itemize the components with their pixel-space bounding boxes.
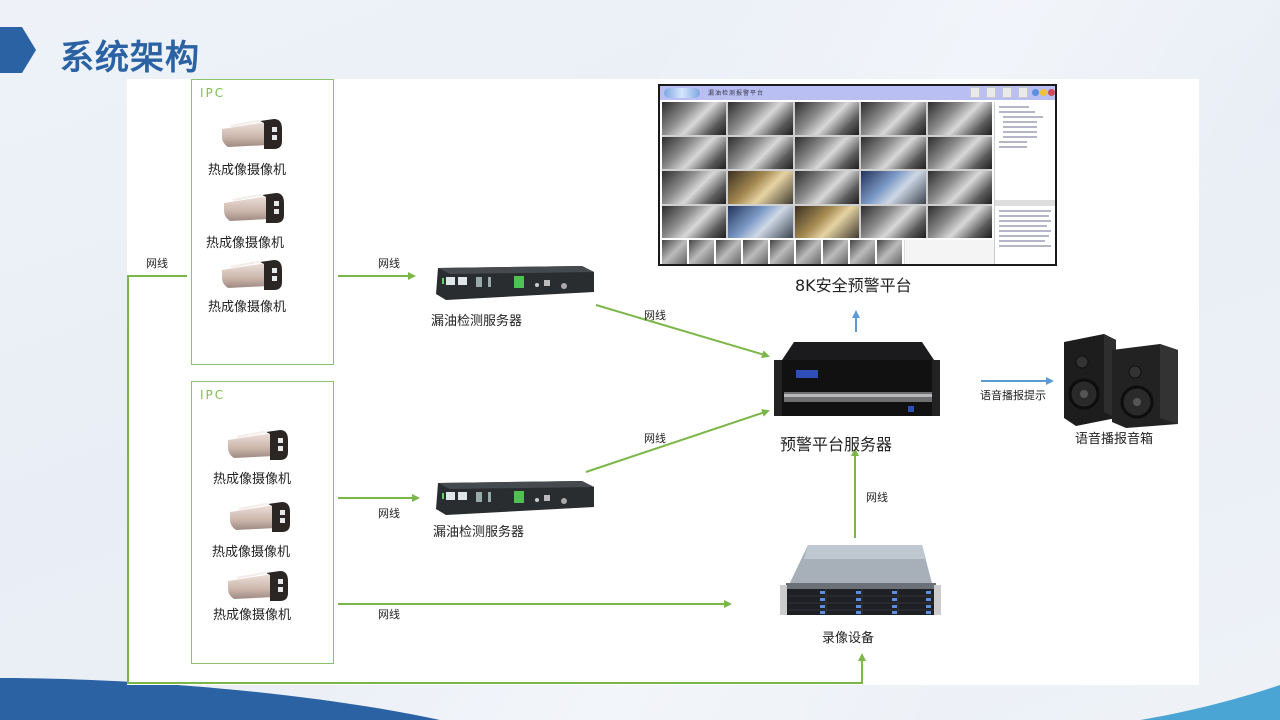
video-tile: [861, 136, 926, 169]
device-label: 8K安全预警平台: [795, 276, 912, 295]
video-thumbnail: [688, 240, 714, 264]
tree-item: [1003, 121, 1037, 123]
log-item: [999, 210, 1051, 212]
toolbar-icon: [1002, 87, 1012, 98]
video-wall: [662, 102, 992, 238]
log-tabs: [995, 200, 1055, 206]
video-tile: [662, 136, 727, 169]
video-thumbnail: [715, 240, 741, 264]
device-label: 预警平台服务器: [780, 435, 893, 454]
camera-label: 热成像摄像机: [208, 300, 287, 315]
video-tile: [662, 102, 727, 135]
thermal-camera-icon: [226, 569, 292, 603]
connector-label: 语音播报提示: [980, 389, 1046, 402]
bottom-wave-decoration: [0, 678, 1280, 720]
video-thumbnail: [662, 240, 687, 264]
edge-server-icon: [436, 481, 594, 515]
connector-label: 网线: [146, 257, 168, 270]
camera-label: 热成像摄像机: [213, 608, 292, 623]
video-tile: [861, 171, 926, 204]
tree-item: [999, 146, 1027, 148]
log-item: [999, 230, 1051, 232]
connector-label: 网线: [378, 507, 400, 520]
camera-label: 热成像摄像机: [206, 236, 285, 251]
rack-server-icon: [774, 342, 940, 416]
log-item: [999, 225, 1047, 227]
connector-label: 网线: [644, 432, 666, 445]
device-label: 录像设备: [822, 631, 875, 646]
video-tile: [861, 102, 926, 135]
video-thumbnail: [823, 240, 849, 264]
log-item: [999, 235, 1049, 237]
edge-server-icon: [436, 266, 594, 300]
video-tile: [927, 102, 992, 135]
video-tile: [794, 205, 860, 238]
log-item: [999, 245, 1051, 247]
log-item: [999, 240, 1045, 242]
tree-item: [1003, 116, 1043, 118]
tree-item: [1003, 126, 1037, 128]
device-label: 漏油检测服务器: [433, 525, 525, 540]
thermal-camera-icon: [226, 428, 292, 462]
screen-logo-icon: [664, 88, 700, 98]
camera-label: 热成像摄像机: [208, 163, 287, 178]
video-thumbnail: [850, 240, 876, 264]
ipc-group-label: IPC: [200, 388, 226, 402]
tree-item: [999, 106, 1029, 108]
camera-label: 热成像摄像机: [213, 472, 292, 487]
video-tile: [794, 171, 860, 204]
nvr-storage-icon: [780, 545, 941, 615]
toolbar-icon: [1048, 89, 1055, 96]
video-tile: [662, 171, 727, 204]
monitoring-screen-icon: 漏油检测报警平台: [658, 84, 1057, 266]
camera-label: 热成像摄像机: [212, 545, 291, 560]
tree-item: [1003, 136, 1037, 138]
tree-item: [1003, 131, 1037, 133]
video-thumbnail: [742, 240, 768, 264]
thermal-camera-icon: [228, 500, 294, 534]
video-tile: [728, 136, 793, 169]
empty-thumbnail-area: [904, 240, 994, 264]
page-title: 系统架构: [60, 38, 200, 78]
video-tile: [927, 136, 992, 169]
toolbar-icon: [986, 87, 996, 98]
video-tile: [728, 205, 793, 238]
toolbar-icon: [1040, 89, 1047, 96]
video-tile: [927, 205, 992, 238]
tree-item: [999, 111, 1035, 113]
toolbar-icon: [1032, 89, 1039, 96]
toolbar-icon: [1018, 87, 1028, 98]
thumbnail-strip: [662, 240, 902, 264]
device-label: 漏油检测服务器: [431, 314, 523, 329]
tree-item: [999, 141, 1027, 143]
log-item: [999, 220, 1051, 222]
title-chevron-icon: [0, 27, 36, 73]
video-tile: [794, 136, 860, 169]
video-tile: [728, 171, 793, 204]
video-tile: [794, 102, 860, 135]
thermal-camera-icon: [220, 117, 286, 151]
thermal-camera-icon: [220, 258, 286, 292]
video-tile: [662, 205, 727, 238]
connector-label: 网线: [866, 491, 888, 504]
connector-label: 网线: [644, 309, 666, 322]
screen-title: 漏油检测报警平台: [708, 90, 765, 97]
connector-label: 网线: [378, 257, 400, 270]
video-thumbnail: [877, 240, 902, 264]
connector-label: 网线: [378, 608, 400, 621]
video-tile: [861, 205, 926, 238]
video-tile: [728, 102, 793, 135]
ipc-group-label: IPC: [200, 86, 226, 100]
toolbar-icon: [970, 87, 980, 98]
screen-title-bar: 漏油检测报警平台: [660, 86, 1055, 100]
log-item: [999, 215, 1049, 217]
speaker-icon: [1064, 334, 1178, 428]
video-thumbnail: [796, 240, 822, 264]
device-tree-panel: [994, 102, 1055, 264]
device-label: 语音播报音箱: [1075, 432, 1154, 447]
video-thumbnail: [769, 240, 795, 264]
video-tile: [927, 171, 992, 204]
thermal-camera-icon: [222, 191, 288, 225]
